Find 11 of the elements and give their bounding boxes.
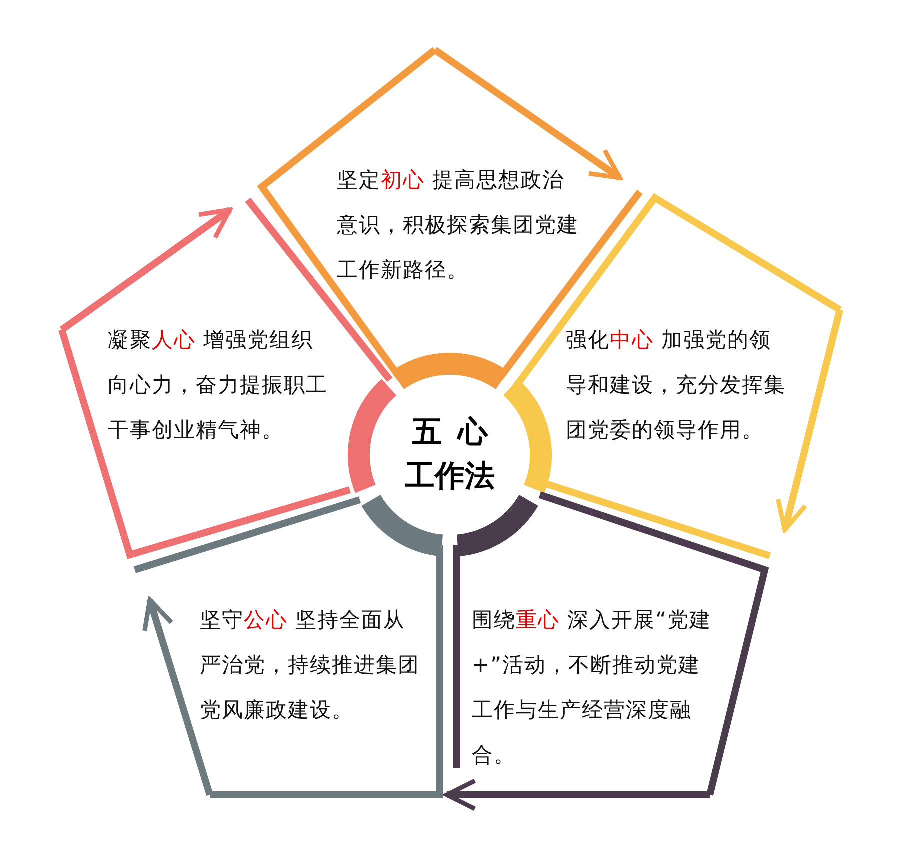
arrow [444, 778, 710, 812]
arrow [60, 207, 232, 333]
section-text: 坚定初心 提高思想政治意识，积极探索集团党建工作新路径。 [337, 167, 580, 284]
center-title: 五 心工作法 [404, 414, 496, 496]
section-text: 围绕重心 深入开展“党建+”活动，不断推动党建工作与生产经营深度融合。 [472, 607, 713, 769]
section-text: 凝聚人心 增强党组织向心力，奋力提振职工干事创业精气神。 [108, 327, 329, 444]
arrow [776, 309, 844, 532]
section-text: 坚守公心 坚持全面从严治党，持续推进集团党风廉政建设。 [200, 607, 421, 724]
arrow [433, 47, 622, 181]
arrow [142, 598, 214, 796]
section-text: 强化中心 加强党的领导和建设，充分发挥集团党委的领导作用。 [566, 327, 787, 444]
